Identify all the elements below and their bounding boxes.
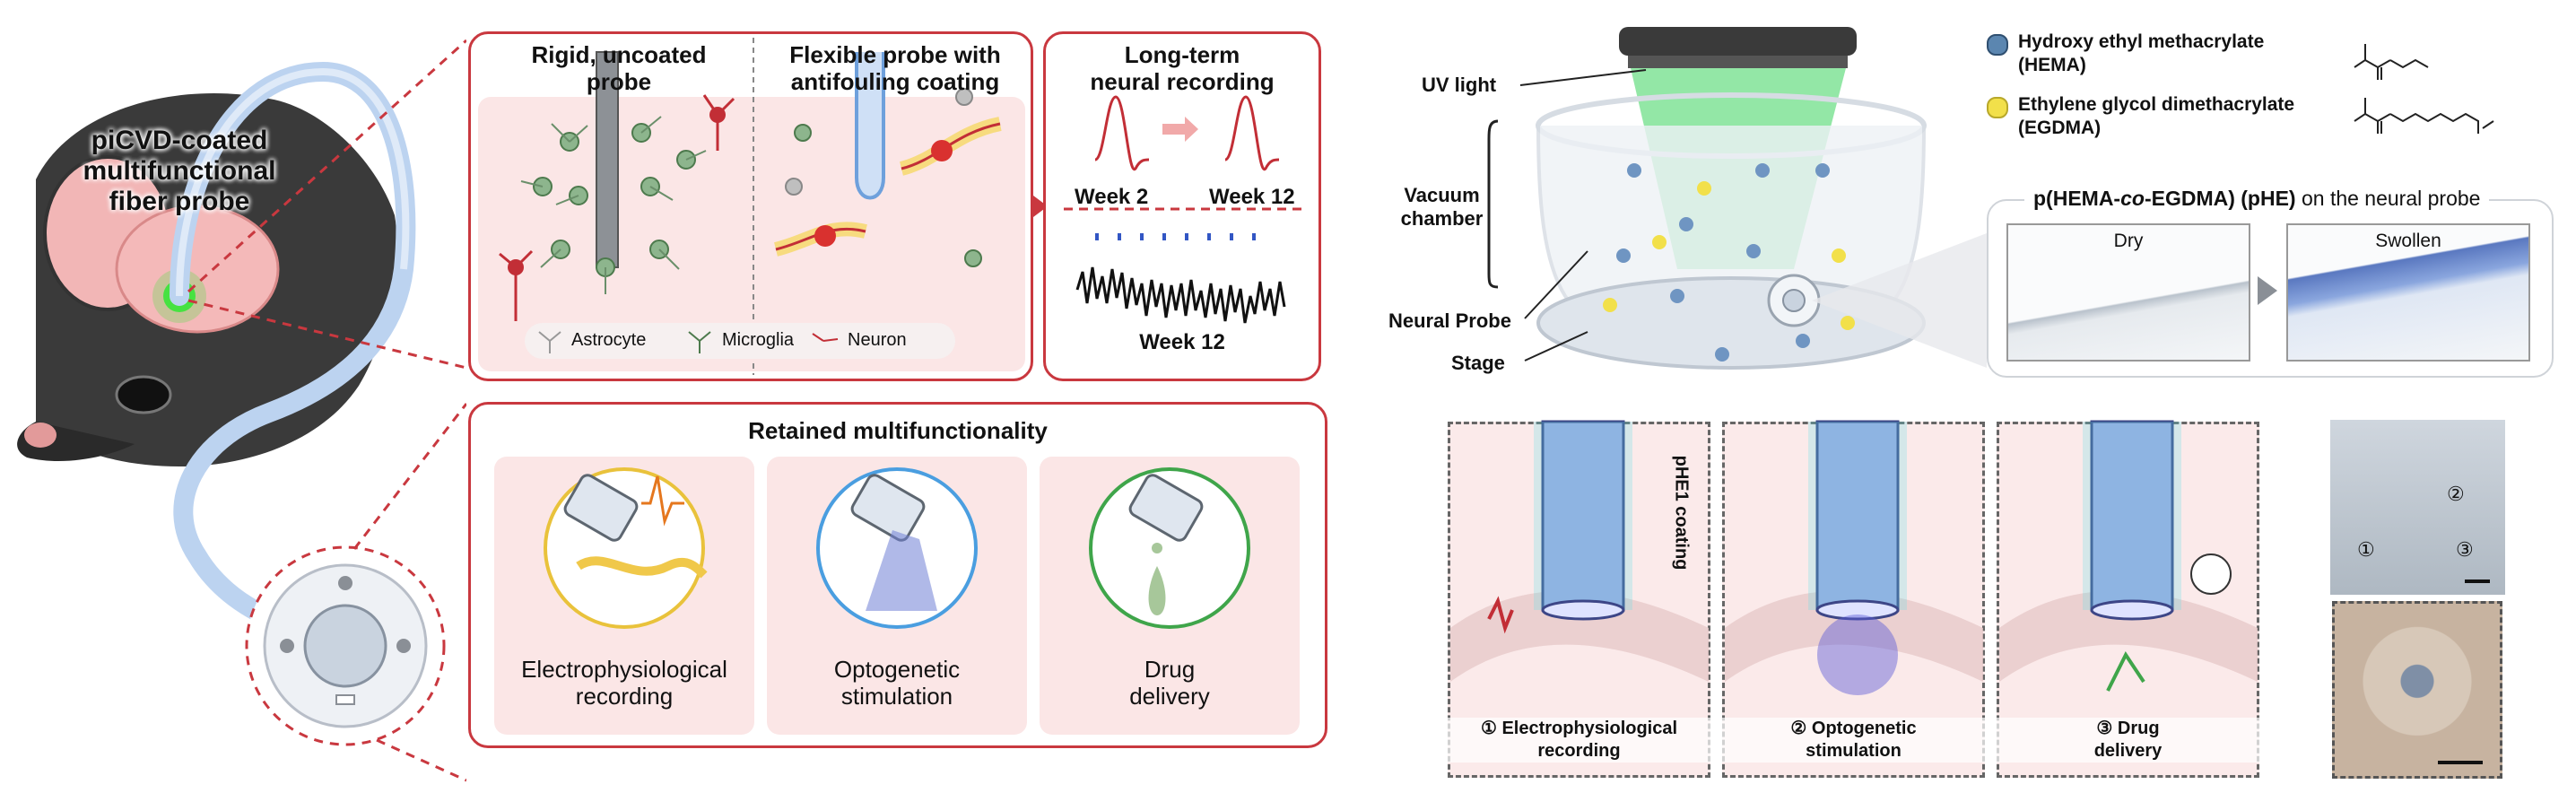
photo-marker-one: ① <box>2357 538 2375 562</box>
hema-dot <box>1987 34 2008 56</box>
drug-label: Drug delivery <box>1040 656 1300 710</box>
phe-title: p(HEMA-co-EGDMA) (pHE) on the neural pro… <box>2024 187 2489 211</box>
stage-label: Stage <box>1451 352 1505 375</box>
probe-label-line: piCVD-coated <box>63 126 296 156</box>
gliosis-panel: Rigid, uncoated probe Flexible probe wit… <box>468 31 1033 381</box>
legend-neuron: Neuron <box>848 330 907 351</box>
probe-label: piCVD-coated multifunctional fiber probe <box>63 126 296 217</box>
week-12-label: Week 12 <box>1209 185 1295 210</box>
scene-opto-label: ② Optogenetic stimulation <box>1722 718 1985 762</box>
drug-label-line: delivery <box>1040 683 1300 710</box>
opto-label-line: Optogenetic <box>767 656 1027 683</box>
scene-ephys-line: ① Electrophysiological <box>1448 718 1710 740</box>
hema-line: Hydroxy ethyl methacrylate <box>2018 30 2264 54</box>
scene-ephys-label: ① Electrophysiological recording <box>1448 718 1710 762</box>
ephys-label-line: Electrophysiological <box>494 656 754 683</box>
rigid-title-line: probe <box>489 68 749 95</box>
week-12-bottom-label: Week 12 <box>1046 330 1318 355</box>
probe-label-line: multifunctional <box>63 156 296 187</box>
flexible-title-line: Flexible probe with <box>756 41 1034 68</box>
phe-title-rest: on the neural probe <box>2296 187 2481 210</box>
swollen-image: Swollen <box>2286 223 2530 362</box>
legend-astrocyte: Astrocyte <box>571 330 646 351</box>
scene-drug-line: delivery <box>1997 740 2259 762</box>
scene-drug-label: ③ Drug delivery <box>1997 718 2259 762</box>
scene-opto-line: stimulation <box>1722 740 1985 762</box>
swollen-label: Swollen <box>2288 231 2528 252</box>
photo-marker-three: ③ <box>2456 538 2474 562</box>
ephys-label: Electrophysiological recording <box>494 656 754 710</box>
scene-opto-line: ② Optogenetic <box>1722 718 1985 740</box>
flexible-probe-title: Flexible probe with antifouling coating <box>756 41 1034 95</box>
tip-photo <box>2332 601 2502 779</box>
egdma-label: Ethylene glycol dimethacrylate (EGDMA) <box>2018 93 2294 140</box>
hema-label: Hydroxy ethyl methacrylate (HEMA) <box>2018 30 2264 77</box>
phe-title-bold-b: -EGDMA) (pHE) <box>2145 187 2296 210</box>
dry-image: Dry <box>2006 223 2250 362</box>
dry-label: Dry <box>2008 231 2249 252</box>
opto-label: Optogenetic stimulation <box>767 656 1027 710</box>
week-2-label: Week 2 <box>1075 185 1148 210</box>
scale-bar <box>2465 580 2490 583</box>
egdma-line: (EGDMA) <box>2018 117 2294 140</box>
hema-line: (HEMA) <box>2018 54 2264 77</box>
scene-ephys-line: recording <box>1448 740 1710 762</box>
phe-title-italic: co <box>2120 187 2145 210</box>
neural-probe-label: Neural Probe <box>1388 309 1511 333</box>
scene-drug-line: ③ Drug <box>1997 718 2259 740</box>
scale-bar <box>2438 761 2483 764</box>
rigid-title-line: Rigid, uncoated <box>489 41 749 68</box>
mouse-illustration <box>0 0 466 793</box>
rigid-probe-title: Rigid, uncoated probe <box>489 41 749 95</box>
vacuum-chamber-line: chamber <box>1395 207 1489 231</box>
egdma-line: Ethylene glycol dimethacrylate <box>2018 93 2294 117</box>
phe-title-bold-a: p(HEMA- <box>2033 187 2120 210</box>
device-photo: ② ① ③ <box>2330 420 2505 595</box>
uv-light-label: UV light <box>1422 74 1496 97</box>
photo-marker-two: ② <box>2447 483 2465 506</box>
egdma-dot <box>1987 97 2008 118</box>
probe-label-line: fiber probe <box>63 187 296 217</box>
vacuum-chamber-label: Vacuum chamber <box>1395 184 1489 231</box>
dry-to-swollen-arrow <box>2254 273 2281 309</box>
multifunction-panel: Retained multifunctionality Electrophysi… <box>468 402 1327 748</box>
vacuum-chamber-line: Vacuum <box>1395 184 1489 207</box>
legend-microglia: Microglia <box>722 330 794 351</box>
coating-label: pHE1 coating <box>1670 456 1691 571</box>
opto-label-line: stimulation <box>767 683 1027 710</box>
drug-label-line: Drug <box>1040 656 1300 683</box>
ephys-label-line: recording <box>494 683 754 710</box>
recording-panel: Long-term neural recording Week 2 Week 1… <box>1043 31 1321 381</box>
flexible-title-line: antifouling coating <box>756 68 1034 95</box>
phe-panel: p(HEMA-co-EGDMA) (pHE) on the neural pro… <box>1987 199 2554 378</box>
